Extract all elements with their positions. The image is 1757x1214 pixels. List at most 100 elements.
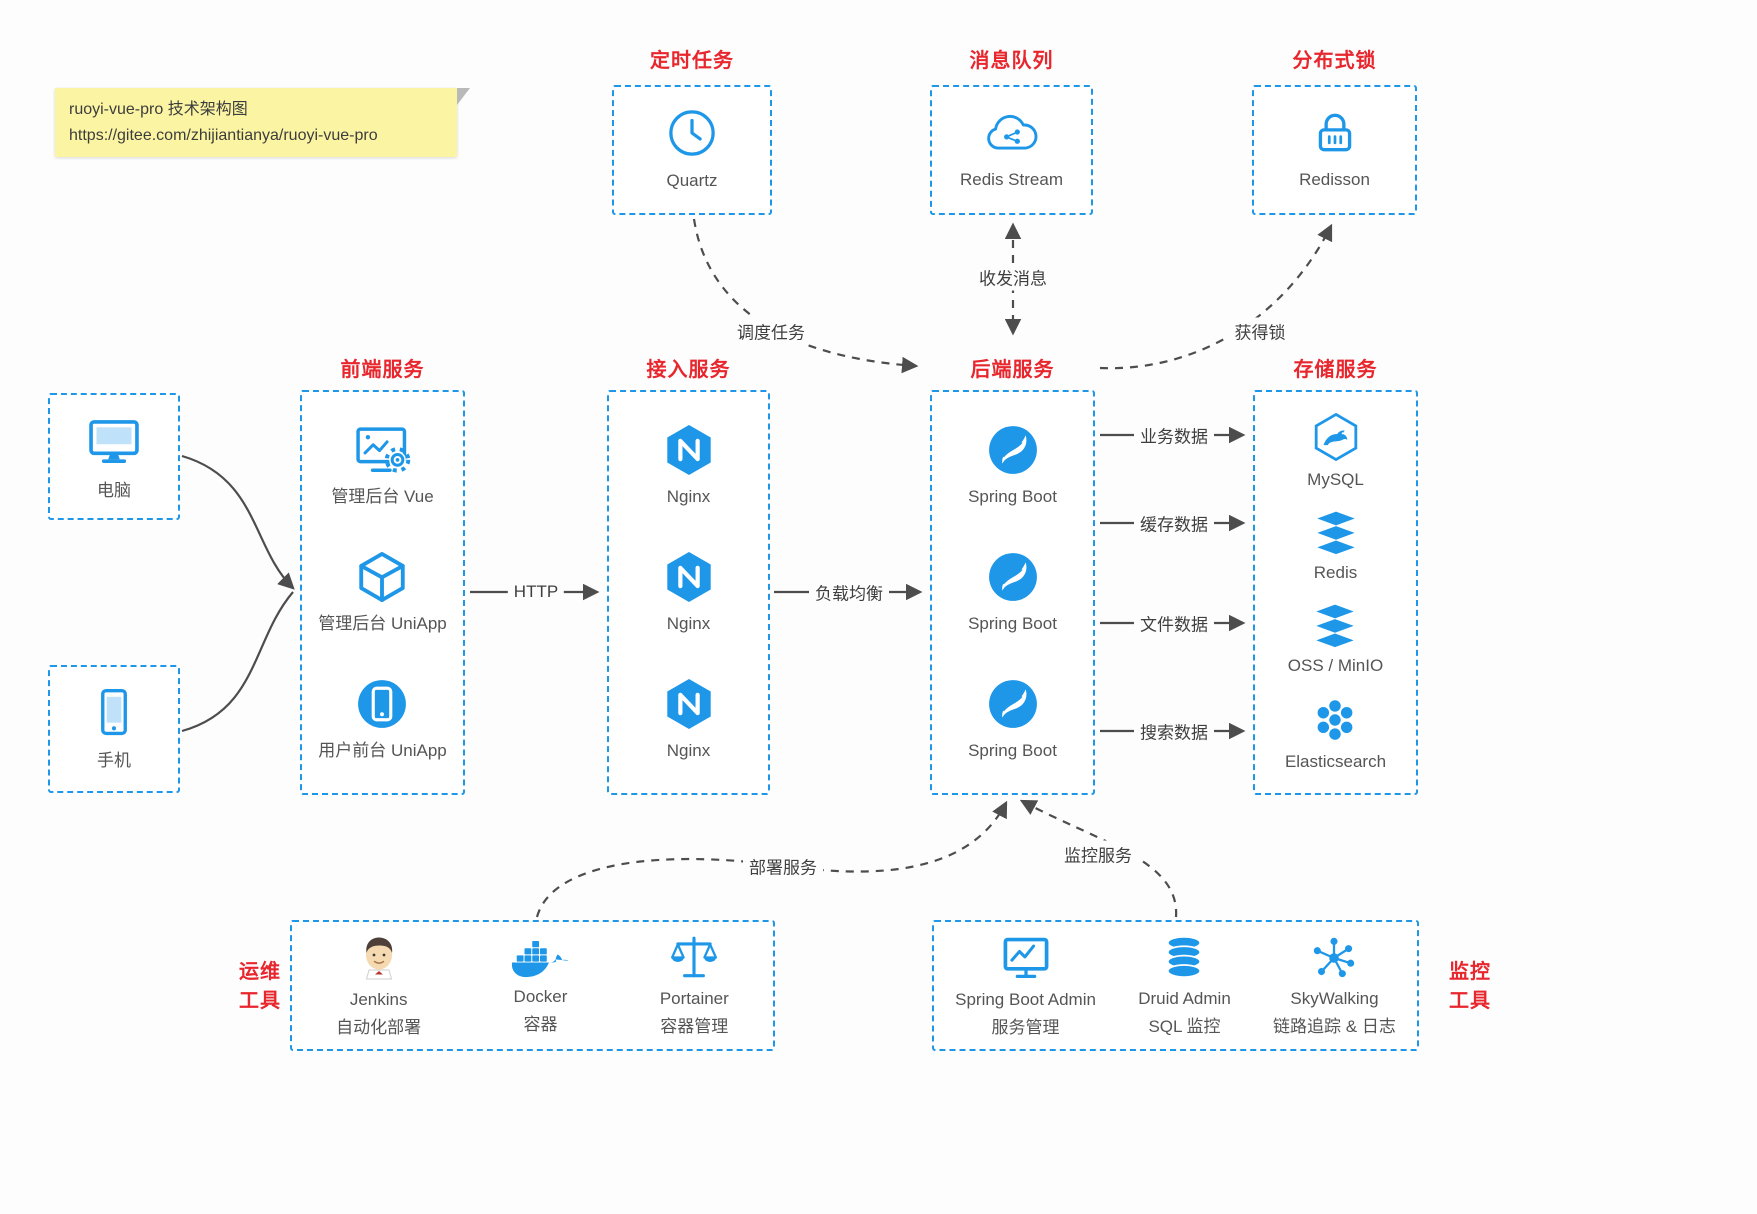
clock-icon <box>666 107 718 159</box>
backend-item-spring-2: Spring Boot <box>968 549 1057 636</box>
ops-title-line1: 运维 <box>239 961 281 983</box>
item-label: OSS / MinIO <box>1287 656 1384 676</box>
item-label: Nginx <box>666 741 711 761</box>
message-queue-title: 消息队列 <box>969 50 1054 72</box>
backend-services-title: 后端服务 <box>970 359 1055 381</box>
item-label: 管理后台 UniApp <box>318 614 447 634</box>
gateway-services-title: 接入服务 <box>646 359 731 381</box>
phone-icon <box>87 685 141 739</box>
nginx-icon <box>661 422 717 478</box>
gateway-item-nginx-3: Nginx <box>661 676 717 763</box>
monitoring-item-sba: Spring Boot Admin 服务管理 <box>955 932 1096 1040</box>
item-label-line2: 服务管理 <box>991 1017 1060 1037</box>
monitoring-item-skywalking: SkyWalking 链路追踪 & 日志 <box>1273 933 1396 1039</box>
item-label: Nginx <box>666 487 711 507</box>
redis-stack-icon <box>1310 509 1362 556</box>
item-label: MySQL <box>1307 469 1364 489</box>
elasticsearch-icon <box>1310 695 1360 745</box>
uniapp-cube-icon <box>354 549 410 605</box>
redis-stream-label: Redis Stream <box>960 169 1063 189</box>
item-label: Spring Boot <box>968 487 1057 507</box>
edge-label-file-data: 文件数据 <box>1134 609 1214 637</box>
gateway-item-nginx-2: Nginx <box>661 549 717 636</box>
ops-item-jenkins: Jenkins 自动化部署 <box>336 932 421 1040</box>
user-app-icon <box>354 676 410 732</box>
storage-services-title: 存储服务 <box>1293 359 1378 381</box>
phone-label: 手机 <box>97 751 131 771</box>
desktop-client-box: 电脑 <box>48 393 180 520</box>
item-label: Nginx <box>666 614 711 634</box>
note-url: https://gitee.com/zhijiantianya/ruoyi-vu… <box>69 126 378 144</box>
item-label: Elasticsearch <box>1284 752 1387 772</box>
item-label: Spring Boot <box>968 614 1057 634</box>
item-label-line2: 容器管理 <box>660 1016 729 1036</box>
backend-services-box: Spring Boot Spring Boot Spring Boot <box>930 390 1095 795</box>
item-label-line1: Druid Admin <box>1138 988 1231 1008</box>
storage-item-redis: Redis <box>1310 509 1362 585</box>
edge-label-cache-data: 缓存数据 <box>1134 509 1214 537</box>
ops-title-line2: 工具 <box>239 990 281 1012</box>
storage-item-oss-minio: OSS / MinIO <box>1288 602 1383 678</box>
edge-label-lock: 获得锁 <box>1228 317 1292 345</box>
network-graph-icon <box>1309 933 1359 983</box>
scheduled-tasks-title: 定时任务 <box>650 50 734 72</box>
desktop-icon <box>85 411 143 469</box>
sticky-note: ruoyi-vue-pro 技术架构图 https://gitee.com/zh… <box>55 88 470 158</box>
jenkins-icon <box>355 932 403 984</box>
item-label-line2: 容器 <box>523 1015 558 1034</box>
edge-label-monitor: 监控服务 <box>1058 840 1138 868</box>
ops-item-portainer: Portainer 容器管理 <box>660 933 729 1039</box>
item-label: Spring Boot <box>968 741 1057 761</box>
spring-leaf-icon <box>985 422 1041 478</box>
gateway-services-box: Nginx Nginx Nginx <box>607 390 770 795</box>
edge-label-http: HTTP <box>507 581 565 603</box>
monitoring-tools-title: 监控 工具 <box>1440 958 1500 1016</box>
edge-label-load-balance: 负载均衡 <box>809 578 889 606</box>
nginx-icon <box>661 549 717 605</box>
item-label-line2: 自动化部署 <box>336 1017 422 1037</box>
portainer-scales-icon <box>669 933 719 983</box>
edge-label-business-data: 业务数据 <box>1134 421 1214 449</box>
item-label: 用户前台 UniApp <box>318 741 447 761</box>
quartz-label: Quartz <box>666 171 718 191</box>
storage-item-mysql: MySQL <box>1307 411 1364 492</box>
docker-icon <box>509 934 571 981</box>
note-title: ruoyi-vue-pro 技术架构图 <box>69 101 248 118</box>
gateway-item-nginx-1: Nginx <box>661 422 717 509</box>
distributed-lock-title: 分布式锁 <box>1292 50 1377 72</box>
edge-label-schedule: 调度任务 <box>731 317 811 345</box>
oss-stack-icon <box>1309 602 1361 649</box>
backend-item-spring-1: Spring Boot <box>968 422 1057 509</box>
item-label: 管理后台 Vue <box>331 487 434 507</box>
monitoring-title-line1: 监控 <box>1449 961 1491 983</box>
cloud-network-icon <box>981 109 1043 158</box>
spring-leaf-icon <box>985 549 1041 605</box>
item-label-line1: Portainer <box>659 988 729 1008</box>
phone-client-box: 手机 <box>48 665 180 793</box>
item-label-line2: 链路追踪 & 日志 <box>1273 1016 1396 1036</box>
item-label-line1: SkyWalking <box>1290 988 1379 1008</box>
mysql-icon <box>1310 411 1362 463</box>
quartz-box: Quartz <box>612 85 772 215</box>
admin-monitor-icon <box>1000 932 1052 984</box>
monitoring-title-line2: 工具 <box>1449 990 1491 1012</box>
redisson-label: Redisson <box>1299 170 1370 190</box>
desktop-label: 电脑 <box>97 480 131 500</box>
ops-tools-title: 运维 工具 <box>230 958 290 1016</box>
redisson-box: Redisson <box>1252 85 1417 215</box>
edge-label-message: 收发消息 <box>973 263 1053 291</box>
frontend-item-admin-uniapp: 管理后台 UniApp <box>318 549 447 636</box>
database-stack-icon <box>1157 933 1211 983</box>
edge-label-search-data: 搜索数据 <box>1134 717 1214 745</box>
storage-services-box: MySQL Redis <box>1253 390 1418 795</box>
frontend-item-user-uniapp: 用户前台 UniApp <box>318 676 447 763</box>
ops-item-docker: Docker 容器 <box>509 934 571 1037</box>
monitoring-tools-box: Spring Boot Admin 服务管理 Druid Admin SQL 监… <box>932 920 1419 1051</box>
monitoring-item-druid: Druid Admin SQL 监控 <box>1138 933 1231 1039</box>
storage-item-elasticsearch: Elasticsearch <box>1285 695 1386 774</box>
item-label-line1: Spring Boot Admin <box>955 989 1096 1009</box>
frontend-item-admin-vue: 管理后台 Vue <box>331 422 434 509</box>
spring-leaf-icon <box>985 676 1041 732</box>
